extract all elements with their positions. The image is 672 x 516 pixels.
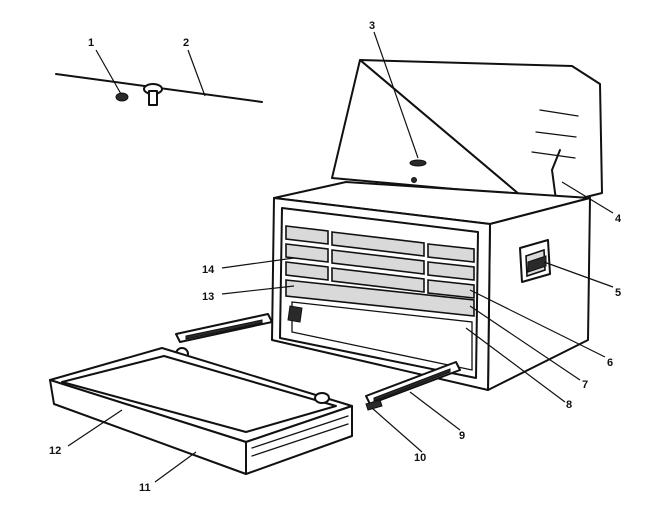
drawer-tray-floor [61,355,337,433]
drawer-slide-right [365,361,461,411]
drawer-row2-left [285,243,329,263]
drawer-row1-right [427,243,475,263]
drawer-stack [285,225,475,371]
lid-inner-ribs [531,109,579,159]
hinge-rod-pin-shaft [148,90,158,106]
callout-8: 8 [566,399,572,411]
callout-6: 6 [607,357,613,369]
lid-handle [409,159,427,167]
callouts: 1 2 3 4 5 6 7 8 9 10 11 12 13 14 [49,20,622,494]
drawer-row2-right [427,261,475,281]
callout-13: 13 [202,291,214,303]
cabinet-right-side [487,197,591,391]
hinge-rod-assembly [55,73,263,106]
drawer-row2-middle [331,249,425,275]
callout-12: 12 [49,445,61,457]
drawer-row3-right [427,279,475,299]
bay-slide-bracket [287,305,303,323]
drawer-row1-left [285,225,329,245]
callout-4: 4 [615,213,622,225]
bottom-drawer [49,347,353,475]
callout-10: 10 [414,452,426,464]
lid-hasp [411,177,417,183]
callout-3: 3 [369,20,375,32]
callout-2: 2 [183,37,189,49]
callout-5: 5 [615,287,621,299]
drawer-row3-left [285,261,329,281]
callout-11: 11 [139,482,151,494]
drawer-slide-left [175,313,273,361]
callout-14: 14 [202,264,215,276]
drawer-row1-middle [331,231,425,257]
drawer-row3-middle [331,267,425,293]
hinge-rod-clip [115,92,129,102]
side-handle [519,239,551,283]
callout-9: 9 [459,430,465,442]
callout-7: 7 [582,379,588,391]
bottom-drawer-bay [291,301,473,371]
drawer-row4-wide [285,279,475,317]
leader-lines [67,31,614,483]
drawer-side-rails [251,415,349,457]
callout-1: 1 [88,37,94,49]
drawer-rear-stop [314,392,330,404]
